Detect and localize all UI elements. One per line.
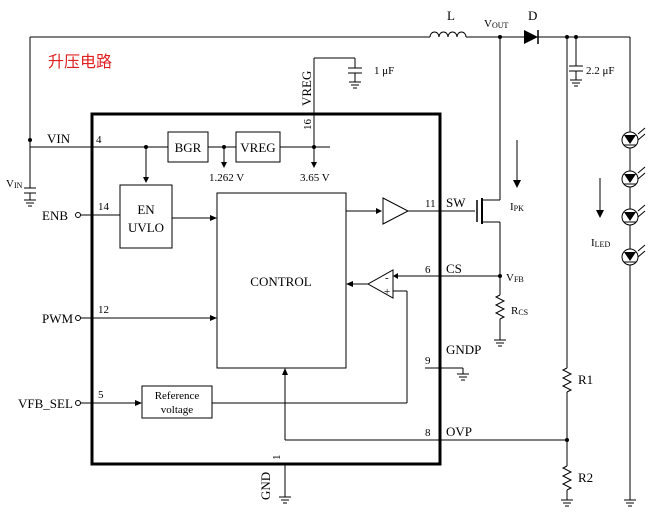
pin-sw-number: 11 (425, 198, 436, 210)
vreg-block-label: VREG (240, 140, 275, 155)
v1262-label: 1.262 V (209, 172, 244, 184)
pin-gnd-label: GND (258, 472, 273, 500)
ic-package-outline (90, 112, 442, 466)
r2-label: R2 (578, 470, 593, 485)
cap-output-label: 2.2 μF (586, 65, 615, 77)
pin-enb-label: ENB (42, 208, 68, 223)
control-block (216, 192, 347, 369)
bgr-label: BGR (175, 140, 202, 155)
vin-source-label: VIN (6, 178, 23, 190)
pin-gnd-number: 1 (271, 455, 283, 461)
diode-D: D (500, 8, 630, 44)
cap-vreg-label: 1 μF (374, 65, 394, 77)
ipk-arrow: IPK (510, 140, 524, 213)
ref-label-1: Reference (155, 390, 200, 402)
iled-arrow: ILED (591, 178, 610, 249)
gate-driver (346, 197, 475, 225)
pin-sw-label: SW (446, 195, 466, 210)
vout-label: VOUT (484, 18, 509, 30)
pin-vreg-number: 16 (302, 119, 314, 131)
pin-vfbsel-number: 5 (98, 389, 104, 401)
led-3 (621, 204, 646, 226)
pin-vfbsel-terminal (75, 400, 81, 406)
en-uvlo-block (119, 184, 173, 249)
ipk-label: IPK (510, 201, 524, 213)
cap-vreg: 1 μF (348, 58, 394, 89)
rcs-label: RCS (511, 305, 528, 317)
pin-gndp-label: GNDP (446, 342, 481, 357)
pin-gndp-number: 9 (425, 355, 431, 367)
pin-enb-number: 14 (98, 201, 110, 213)
pin-cs-number: 6 (425, 264, 431, 276)
power-mosfet (476, 37, 502, 295)
pin-vin-number: 4 (96, 134, 102, 146)
diode-label: D (528, 8, 537, 23)
pin-pwm-label: PWM (42, 311, 74, 326)
led-1 (621, 127, 646, 149)
led-4 (621, 244, 646, 266)
pin-ovp-number: 8 (425, 427, 431, 439)
svg-text:-: - (385, 272, 389, 284)
ovp-divider: R1 R2 (561, 37, 593, 507)
diagram-title: 升压电路 (48, 52, 112, 71)
r1-label: R1 (578, 372, 593, 387)
vin-input-cap: VIN (6, 138, 36, 207)
en-uvlo-label-1: EN (137, 202, 155, 217)
inductor-label: L (447, 8, 455, 23)
cap-output: 2.2 μF (569, 37, 615, 87)
rcs-resistor: RCS (494, 294, 528, 347)
ref-label-2: voltage (161, 404, 193, 416)
bgr-block (167, 131, 209, 163)
led-2 (621, 166, 646, 188)
pin-pwm-terminal (75, 315, 81, 321)
pin-ovp-label: OVP (446, 424, 472, 439)
pin-vfbsel-label: VFB_SEL (18, 396, 73, 411)
top-rail (29, 36, 430, 140)
pin-cs-label: CS (446, 261, 462, 276)
v365-label: 3.65 V (300, 172, 330, 184)
control-label: CONTROL (250, 274, 311, 289)
led-string (621, 37, 646, 507)
en-uvlo-label-2: UVLO (128, 220, 164, 235)
inductor-L: L (429, 8, 500, 38)
svg-text:+: + (384, 286, 390, 298)
vfb-label: VFB (506, 272, 524, 284)
pin-vin-label: VIN (47, 131, 71, 146)
error-amplifier: - + (346, 269, 500, 299)
pin-pwm-number: 12 (98, 304, 109, 316)
reference-voltage-block (141, 385, 213, 419)
pin-vreg-label: VREG (299, 71, 314, 106)
pin-enb-terminal (75, 212, 81, 218)
iled-label: ILED (591, 237, 610, 249)
